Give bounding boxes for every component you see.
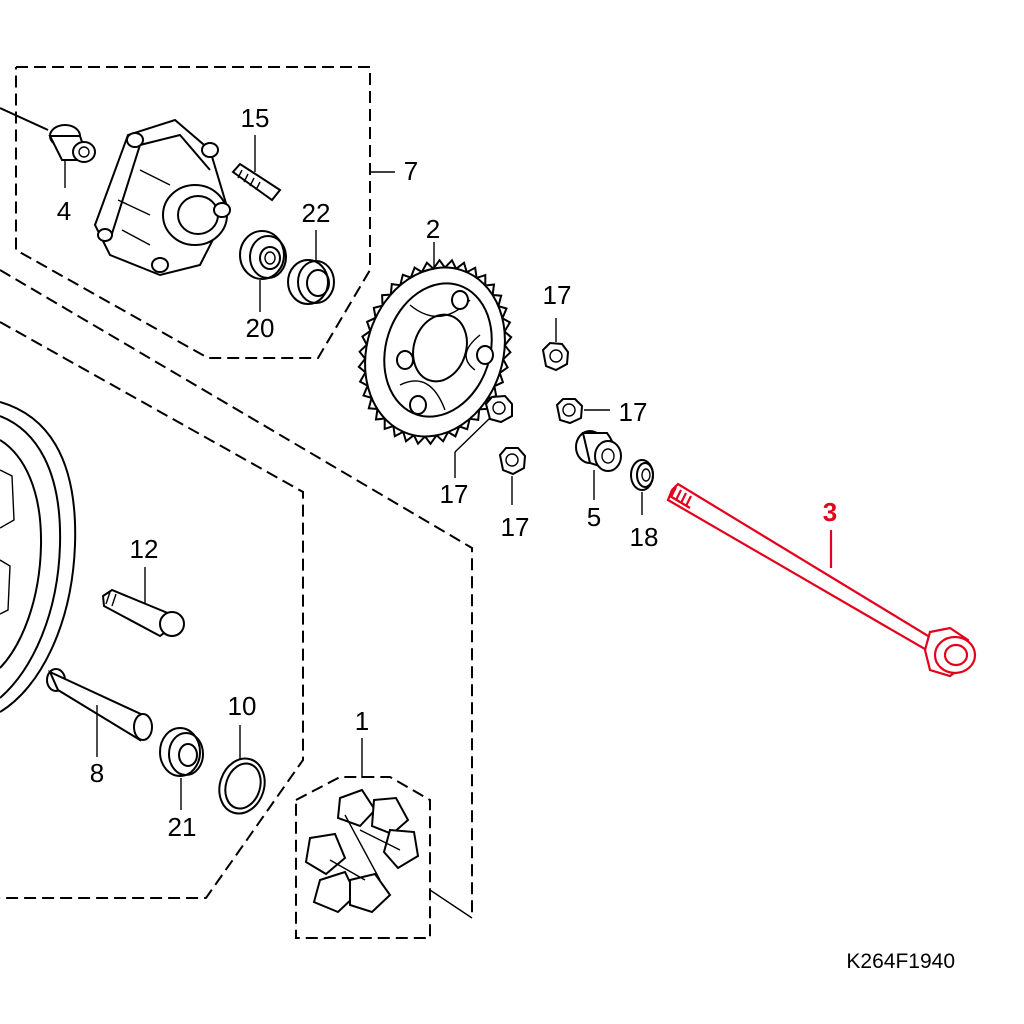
- callout-3-highlighted: 3: [823, 497, 837, 527]
- part-12-tire-valve: [101, 567, 185, 638]
- part-17-nut-right: [555, 398, 610, 425]
- damper-group-outline: [295, 776, 431, 939]
- part-20-bearing: [239, 230, 287, 312]
- part-3-rear-axle: [666, 482, 977, 678]
- callout-10: 10: [228, 691, 257, 721]
- part-18-washer: [630, 459, 654, 515]
- callout-15: 15: [241, 103, 270, 133]
- callout-5: 5: [587, 502, 601, 532]
- part-17-nut-sprocket: [454, 394, 513, 478]
- part-2-driven-sprocket: [357, 242, 513, 446]
- callout-17-right: 17: [619, 397, 648, 427]
- part-4-collar: [0, 107, 96, 188]
- callout-20: 20: [246, 313, 275, 343]
- part-17-nut-upper: [541, 318, 570, 372]
- part-17-nut-lower: [498, 447, 527, 505]
- callout-2: 2: [426, 214, 440, 244]
- part-7-hub-flange: [93, 118, 231, 277]
- callout-17-sprocket: 17: [440, 479, 469, 509]
- part-8-distance-collar: [46, 668, 153, 757]
- rear-wheel-rim: [0, 401, 77, 713]
- callout-18: 18: [630, 522, 659, 552]
- part-1-wheel-damper: [304, 738, 473, 919]
- part-15-stud-bolt: [231, 135, 282, 202]
- callout-1: 1: [355, 706, 369, 736]
- callout-17-upper: 17: [543, 280, 572, 310]
- figure-code: K264F1940: [846, 950, 955, 973]
- part-21-bearing: [159, 727, 204, 810]
- callout-7: 7: [404, 156, 418, 186]
- callout-4: 4: [57, 196, 71, 226]
- callout-8: 8: [90, 758, 104, 788]
- callout-21: 21: [168, 812, 197, 842]
- part-22-oil-seal: [287, 230, 335, 305]
- part-10-o-ring: [218, 725, 266, 815]
- callout-22: 22: [302, 198, 331, 228]
- hub-assembly-group-outline: [15, 66, 395, 359]
- callout-17-lower: 17: [501, 512, 530, 542]
- wheel-group-outline: [0, 269, 473, 918]
- callout-12: 12: [130, 534, 159, 564]
- part-5-collar: [575, 430, 622, 500]
